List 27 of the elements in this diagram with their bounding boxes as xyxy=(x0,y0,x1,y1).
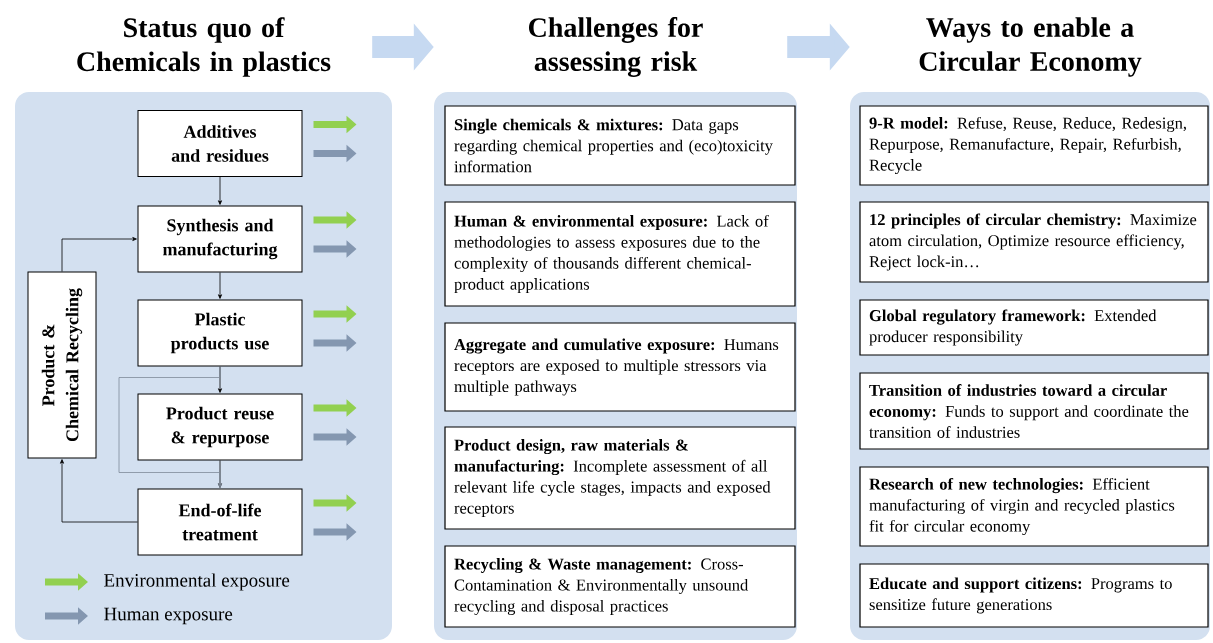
arrow xyxy=(61,237,137,272)
text-box: Recycling & Waste management: Cross-Contamination & Environmentally unsound recycling and disposal practices xyxy=(444,545,796,628)
legend-label: Human exposure xyxy=(104,607,233,625)
process-box: End-of-life treatment xyxy=(137,488,303,556)
arrow xyxy=(218,272,222,299)
text-box: Research of new technologies: Efficient manufacturing of virgin and recycled plastics fit for circular economy xyxy=(859,466,1209,547)
process-box: Plastic products use xyxy=(137,299,303,367)
text-box: Single chemicals & mixtures: Data gaps regarding chemical properties and (eco)toxicity information xyxy=(444,105,796,186)
text-box: Transition of industries toward a circular economy: Funds to support and coordinate the transition of industries xyxy=(859,372,1209,450)
process-box: Additives and residues xyxy=(137,110,303,177)
arrow xyxy=(218,176,222,205)
arrow xyxy=(118,366,222,488)
process-box: Product reuse & repurpose xyxy=(137,393,303,461)
text-box: Educate and support citizens: Programs to sensitize future generations xyxy=(859,563,1209,628)
text-box: Global regulatory framework: Extended producer responsibility xyxy=(859,299,1209,356)
column-heading: Challenges for assessing risk xyxy=(529,17,703,77)
column-heading: Ways to enable a Circular Economy xyxy=(919,17,1142,77)
process-box: Product & Chemical Recycling xyxy=(27,271,97,459)
process-box: Synthesis and manufacturing xyxy=(137,205,303,273)
text-box: 12 principles of circular chemistry: Maximize atom circulation, Optimize resource efficiency, Reject lock-in… xyxy=(859,201,1209,283)
text-box: Product design, raw materials & manufacturing: Incomplete assessment of all relevant life cycle stages, impacts and exposed receptors xyxy=(444,426,796,530)
legend-label: Environmental exposure xyxy=(104,573,290,591)
text-box: Aggregate and cumulative exposure: Humans receptors are exposed to multiple stressors via multiple pathways xyxy=(444,322,796,412)
arrow xyxy=(60,459,138,523)
text-box: 9-R model: Refuse, Reuse, Reduce, Redesign, Repurpose, Remanufacture, Repair, Refurbish, Recycle xyxy=(859,105,1209,186)
column-heading: Status quo of Chemicals in plastics xyxy=(77,17,331,77)
text-box: Human & environmental exposure: Lack of methodologies to assess exposures due to the complexity of thousands different chemical-product applications xyxy=(444,201,796,307)
